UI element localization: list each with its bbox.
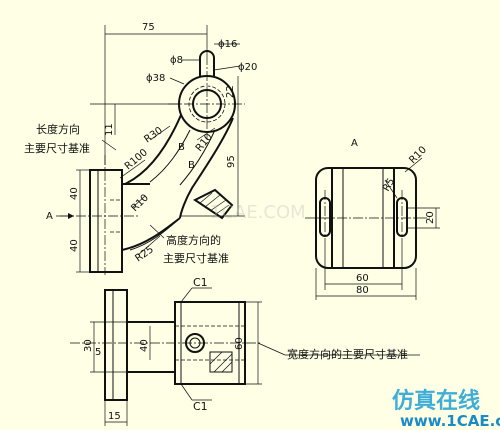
dim-phi16-label: ϕ16 <box>218 39 237 50</box>
watermark-cn: 仿真在线 <box>392 388 480 414</box>
hatch-line <box>209 351 223 365</box>
width-base-note: 宽度方向的主要尺寸基准 <box>287 347 408 361</box>
view-a-80-label: 80 <box>356 285 369 296</box>
top-flange <box>104 289 128 401</box>
web-bottom-curve <box>121 217 181 251</box>
hatch-line <box>209 199 227 212</box>
top-view: C1 C1 30 5 40 60 15 宽度方向的主要尺寸基准 <box>70 276 420 426</box>
arm-rib-line-2 <box>179 129 216 186</box>
dim-r30-label: R30 <box>142 125 164 145</box>
dim-40-bot-label: 40 <box>69 239 80 252</box>
section-mark-b2: B <box>178 142 185 153</box>
leader-r10-top <box>196 127 216 141</box>
dim-11-label: 11 <box>104 123 115 136</box>
dim-22-label: 22 <box>225 85 236 98</box>
top-40-label: 40 <box>139 339 150 352</box>
watermark-url: www.1CAE.com <box>400 412 500 430</box>
base-flange <box>89 169 123 273</box>
hatch-line <box>204 194 221 208</box>
watermark-center: 1CAE.COM <box>210 202 306 223</box>
leader-r5-view-a <box>384 179 398 199</box>
boss-bore-circle <box>192 89 222 119</box>
top-c1-top-label: C1 <box>193 276 208 289</box>
hatch-line <box>215 204 230 215</box>
view-a-title: A <box>351 138 358 149</box>
web-bottom-inner <box>129 219 179 251</box>
section-mark-b: B <box>188 160 195 171</box>
top-section <box>209 351 233 373</box>
length-base-note-line2: 主要尺寸基准 <box>24 141 90 155</box>
leader-r10-view-a <box>404 157 423 173</box>
dim-phi8-label: ϕ8 <box>170 55 183 66</box>
leader-r25 <box>137 235 161 256</box>
leader-r100 <box>119 159 146 179</box>
arm-outer-curve <box>124 114 182 185</box>
arm-inner-curve <box>179 117 234 219</box>
top-15-label: 15 <box>108 411 121 422</box>
arm-rib-line <box>149 129 191 183</box>
dim-40-top-label: 40 <box>69 187 80 200</box>
leader-phi20 <box>213 65 241 71</box>
hatch-line <box>199 192 213 204</box>
leader-c1-top <box>180 287 193 303</box>
length-base-leader <box>101 139 117 151</box>
front-view: 75 ϕ16 ϕ8 ϕ20 ϕ38 22 11 R30 R10 B B R100 <box>24 22 257 275</box>
top-web <box>126 321 176 373</box>
view-a-arrowhead <box>68 213 74 219</box>
leader-c1-bot <box>180 383 193 401</box>
view-a-20-label: 20 <box>425 211 436 224</box>
height-base-leader <box>149 224 165 239</box>
rib-section <box>193 188 234 220</box>
hatch-line <box>221 361 233 373</box>
view-a: A R10 R5 20 60 80 <box>305 138 440 300</box>
dim-r10-top-label: R10 <box>194 132 215 154</box>
dim-r10-mid-label: R10 <box>129 192 151 214</box>
top-5-label: 5 <box>95 347 101 358</box>
view-a-plate <box>315 167 417 269</box>
dim-95-label: 95 <box>226 155 237 168</box>
top-c1-bot-label: C1 <box>193 400 208 413</box>
top-30-label: 30 <box>83 339 94 352</box>
hatch-line <box>213 353 233 373</box>
view-a-r10-label: R10 <box>407 144 429 166</box>
dim-phi38-label: ϕ38 <box>146 73 165 84</box>
leader-r30 <box>149 125 171 141</box>
dim-phi20-label: ϕ20 <box>238 62 257 73</box>
view-a-60-label: 60 <box>356 273 369 284</box>
top-60-label: 60 <box>234 337 245 350</box>
dim-75-label: 75 <box>142 22 155 33</box>
leader-r10-mid <box>131 195 146 209</box>
view-a-arrow-label: A <box>46 211 53 222</box>
leader-phi38 <box>169 77 185 85</box>
height-base-note-line2: 主要尺寸基准 <box>163 251 229 265</box>
boss-chamfer-circle <box>188 85 226 123</box>
height-base-note-line1: 高度方向的 <box>166 233 221 247</box>
length-base-note-line1: 长度方向 <box>36 122 80 136</box>
width-base-leader <box>257 342 286 356</box>
